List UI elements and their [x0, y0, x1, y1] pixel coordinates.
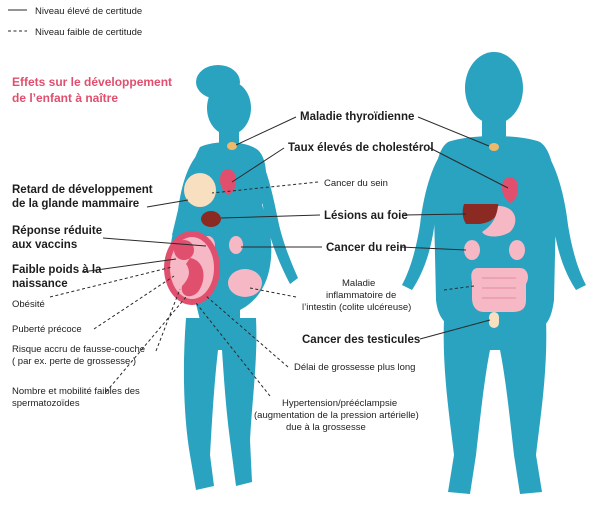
woman-legs — [183, 318, 257, 490]
label-hyper-2: (augmentation de la pression artérielle) — [254, 410, 419, 421]
label-retard-2: de la glande mammaire — [12, 198, 139, 210]
label-puberte: Puberté précoce — [12, 324, 82, 335]
label-rein: Cancer du rein — [326, 242, 407, 254]
line-foie-man — [403, 213, 467, 216]
label-foie: Lésions au foie — [324, 210, 408, 222]
line-sein — [211, 181, 319, 194]
line-testicules — [419, 319, 491, 340]
left-labels: Retard de développement de la glande mam… — [12, 184, 153, 409]
woman-liver — [201, 211, 221, 227]
line-delai — [205, 295, 289, 368]
line-puberte — [93, 275, 175, 330]
label-poids-2: naissance — [12, 278, 68, 290]
center-connectors — [195, 116, 509, 397]
label-sein: Cancer du sein — [324, 178, 388, 189]
label-hyper-1: Hypertension/prééclampsie — [282, 398, 397, 409]
label-sperm-1: Nombre et mobilité faibles des — [12, 386, 140, 397]
legend-high-label: Niveau élevé de certitude — [35, 6, 142, 17]
line-chol-woman — [231, 147, 285, 183]
man-heart — [502, 177, 518, 203]
man-figure — [402, 52, 586, 494]
line-foie-woman — [220, 214, 321, 219]
line-thyroide-woman — [235, 116, 297, 146]
center-labels: Maladie thyroïdienne Taux élevés de chol… — [254, 111, 434, 433]
legend: Niveau élevé de certitude Niveau faible … — [8, 6, 142, 38]
line-rein-man — [399, 246, 467, 251]
line-poids — [81, 258, 177, 273]
legend-low-label: Niveau faible de certitude — [35, 27, 142, 38]
label-sperm-2: spermatozoïdes — [12, 398, 80, 409]
man-arm-right — [534, 145, 586, 290]
man-kidney-left — [464, 240, 480, 260]
label-obesite: Obésité — [12, 299, 45, 310]
label-delai: Délai de grossesse plus long — [294, 362, 415, 373]
man-intestines — [471, 268, 528, 312]
fetus-body — [181, 258, 204, 297]
line-hyper — [195, 302, 271, 397]
label-intestin-1: Maladie — [342, 278, 375, 289]
man-arm-left — [402, 145, 454, 290]
label-cholesterol: Taux élevés de cholestérol — [288, 142, 434, 154]
pregnant-woman-figure — [164, 65, 298, 490]
label-fausse-2: ( par ex. perte de grossesse ) — [12, 356, 136, 367]
label-hyper-3: due à la grossesse — [286, 422, 366, 433]
man-intestine-folds — [482, 277, 516, 299]
man-head — [465, 52, 523, 124]
line-fausse — [155, 288, 181, 352]
label-thyroide: Maladie thyroïdienne — [300, 111, 414, 123]
line-obesite — [49, 266, 173, 298]
line-thyroide-man — [417, 116, 490, 147]
section-title-line2: de l’enfant à naître — [12, 91, 118, 105]
line-sperm — [105, 296, 187, 393]
line-vaccins — [102, 237, 207, 247]
man-legs — [443, 320, 547, 494]
label-testicules: Cancer des testicules — [302, 334, 420, 346]
woman-thyroid — [227, 142, 237, 150]
man-kidney-right — [509, 240, 525, 260]
line-retard — [146, 199, 189, 208]
section-title-line1: Effets sur le développement — [12, 75, 172, 89]
label-retard-1: Retard de développement — [12, 184, 153, 196]
breast-tissue — [184, 173, 216, 207]
woman-heart — [220, 169, 236, 195]
label-vaccins-1: Réponse réduite — [12, 225, 102, 237]
woman-head — [207, 81, 251, 135]
woman-kidney-right — [229, 236, 243, 254]
man-thyroid — [489, 143, 499, 151]
woman-arm-right — [252, 150, 298, 284]
label-intestin-3: l’intestin (colite ulcéreuse) — [302, 302, 411, 313]
woman-intestine — [228, 269, 262, 297]
label-vaccins-2: aux vaccins — [12, 239, 77, 251]
left-connectors — [49, 199, 207, 393]
label-intestin-2: inflammatoire de — [326, 290, 396, 301]
fetus-head — [174, 240, 194, 260]
man-liver — [462, 204, 499, 224]
label-fausse-1: Risque accru de fausse-couche — [12, 344, 145, 355]
line-chol-man — [429, 147, 509, 189]
man-testicles — [489, 312, 499, 328]
man-stomach — [482, 206, 516, 237]
label-poids-1: Faible poids à la — [12, 264, 102, 276]
line-intestin-woman — [249, 287, 297, 298]
